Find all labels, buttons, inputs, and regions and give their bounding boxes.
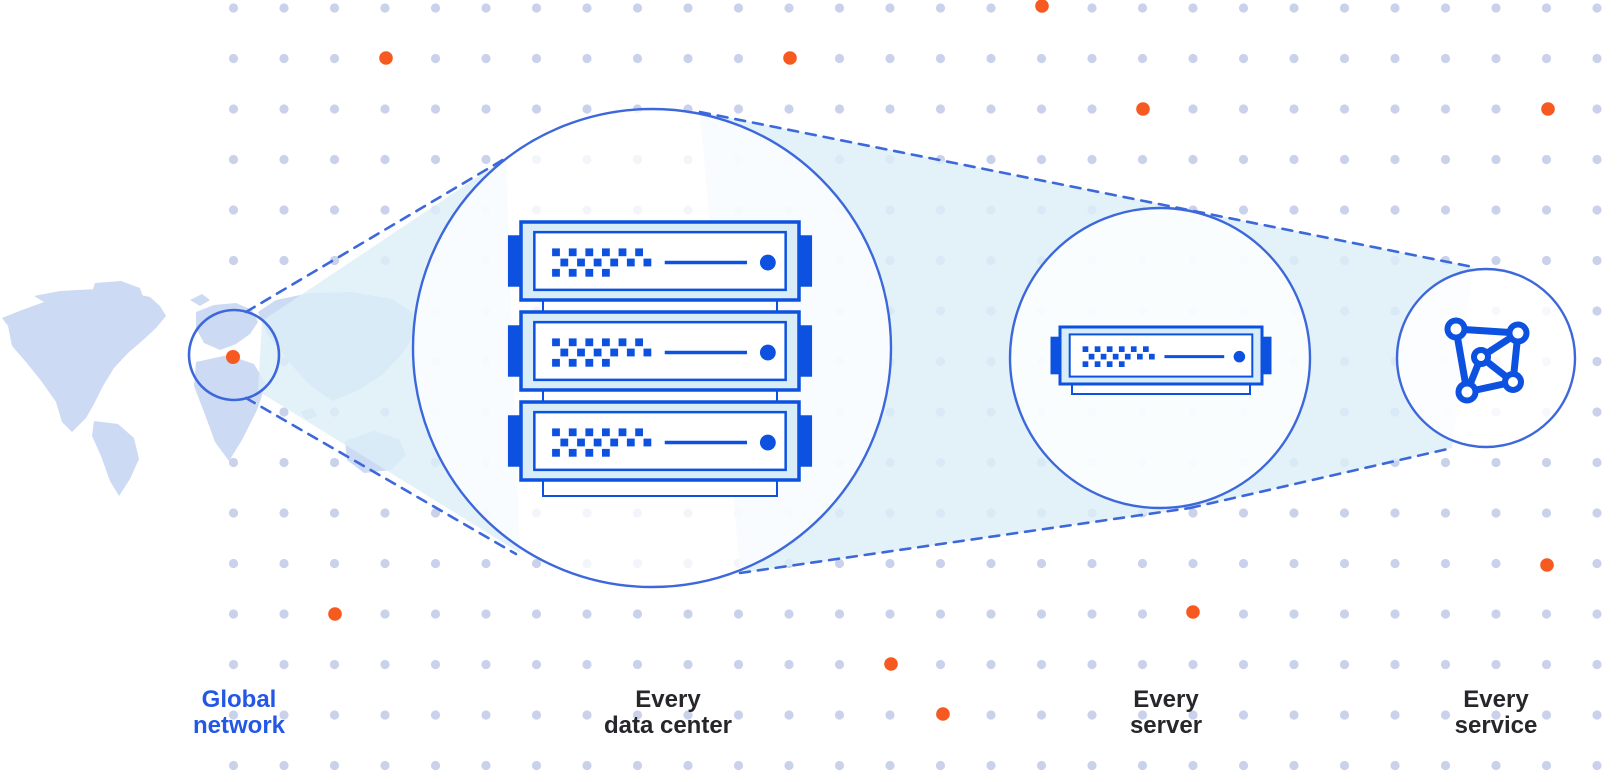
server-rack-icon: [507, 220, 813, 497]
location-dot-icon: [226, 350, 240, 364]
map-highlight-circle: [187, 308, 281, 402]
mesh-network-icon: [1444, 317, 1530, 404]
magnifier-dashed-lines: [244, 110, 1475, 575]
server-icon: [1050, 325, 1272, 395]
